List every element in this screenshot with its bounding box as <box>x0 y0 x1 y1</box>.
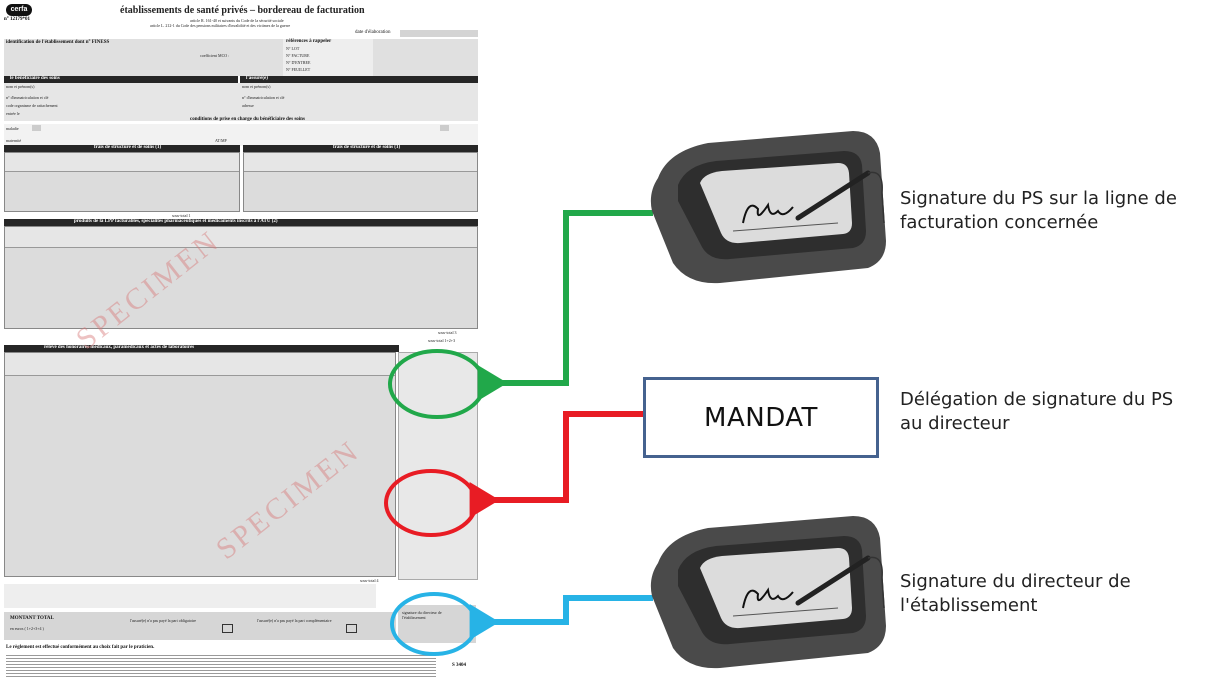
montant-block <box>4 612 396 640</box>
caption-ps-signature: Signature du PS sur la ligne de facturat… <box>900 187 1177 235</box>
mandat-label: MANDAT <box>704 402 818 433</box>
signature-tablet-icon <box>650 516 886 669</box>
date-field <box>400 30 478 37</box>
part-obligatoire-label: l'assuré(e) n'a pas payé la part obligat… <box>130 618 197 623</box>
assure-header-text: l'assuré(e) <box>246 76 268 81</box>
maladie-checkbox <box>32 125 41 131</box>
signature-directeur-label: signature du directeur de l'établissemen… <box>402 610 442 620</box>
frais-header-right-text: frais de structure et de soins (1) <box>333 145 401 150</box>
signature-column <box>398 352 478 580</box>
caption-line: Signature du PS sur la ligne de <box>900 188 1177 209</box>
form-subtitle: article R. 161-40 et suivants du Code de… <box>150 18 290 28</box>
mandat-box: MANDAT <box>643 377 879 458</box>
assure-line: n° d'immatriculation et clé <box>242 95 285 100</box>
part-complementaire-checkbox <box>346 624 357 633</box>
conditions-label: conditions de prise en charge du bénéfic… <box>190 117 305 122</box>
produits-header-text: produits de la LPP facturables, spéciali… <box>74 219 278 224</box>
cerfa-logo: cerfa <box>6 4 32 16</box>
signature-directeur-box <box>398 605 476 643</box>
highlight-circle-red <box>384 469 478 537</box>
conditions-block <box>4 124 478 146</box>
frais-header-right: frais de structure et de soins (1) <box>243 145 478 152</box>
highlight-circle-blue <box>390 592 478 656</box>
blue-connector <box>469 595 653 640</box>
assure-header: l'assuré(e) <box>240 76 478 83</box>
form-number: n° 12179*01 <box>4 17 31 22</box>
caption-line: Signature du directeur de <box>900 571 1131 592</box>
frais-header-left: frais de structure et de soins (1) <box>4 145 240 152</box>
form-subtitle-line-1: article R. 161-40 et suivants du Code de… <box>190 18 284 23</box>
assure-line: nom et prénom(s) <box>242 84 271 89</box>
sous-total-1-label: sous-total 1 <box>172 213 191 218</box>
part-obligatoire-checkbox <box>222 624 233 633</box>
reference-item: N° FEUILLET <box>286 67 311 72</box>
beneficiaire-header: le bénéficiaire des soins <box>4 76 238 83</box>
sous-total-3-label: sous-total 3 <box>438 330 457 335</box>
stylus-icon <box>795 555 871 606</box>
form-title: établissements de santé privés – bordere… <box>120 5 365 16</box>
stylus-icon <box>795 170 871 221</box>
caption-line: l'établissement <box>900 595 1038 616</box>
frais-table-right-header <box>244 153 477 172</box>
coefficient-label: coefficient MCO : <box>200 53 230 58</box>
honoraires-table <box>4 352 396 577</box>
assure-line: adresse <box>242 103 254 108</box>
sous-total-4-label: sous-total 4 <box>360 578 379 583</box>
beneficiaire-line: code organisme de rattachement <box>6 103 58 108</box>
beneficiaire-line: n° d'immatriculation et clé <box>6 95 49 100</box>
maladie-label: maladie <box>6 126 19 131</box>
mandataire-block <box>4 584 376 608</box>
date-label: date d'élaboration <box>355 30 391 35</box>
montant-total-label: MONTANT TOTAL <box>10 616 54 621</box>
caption-delegation: Délégation de signature du PS au directe… <box>900 388 1173 436</box>
billing-form: cerfa n° 12179*01 établissements de sant… <box>0 0 482 679</box>
references-block <box>283 39 373 76</box>
beneficiaire-header-text: le bénéficiaire des soins <box>10 76 60 81</box>
montant-total-sub: en euros ( 1+2+3+4 ) <box>10 626 44 631</box>
part-complementaire-label: l'assuré(e) n'a pas payé la part complém… <box>257 618 332 623</box>
honoraires-header: relevé des honoraires médicaux, paramédi… <box>4 345 399 352</box>
form-subtitle-line-2: article L. 212-1 du Code des pensions mi… <box>150 23 291 28</box>
frais-header-left-text: frais de structure et de soins (1) <box>94 145 162 150</box>
reference-item: N° FACTURE <box>286 53 310 58</box>
highlight-circle-green <box>388 349 486 419</box>
honoraires-header-text: relevé des honoraires médicaux, paramédi… <box>44 345 195 350</box>
atmp-label: AT/MP <box>215 138 227 143</box>
legal-text <box>6 653 436 677</box>
caption-line: au directeur <box>900 413 1010 434</box>
caption-line: facturation concernée <box>900 212 1099 233</box>
green-connector <box>477 210 653 401</box>
produits-table-header <box>5 227 477 248</box>
conditions-checkbox <box>440 125 449 131</box>
beneficiaire-line: entrée le <box>6 111 20 116</box>
red-connector <box>469 411 643 518</box>
honoraires-table-header <box>5 353 395 376</box>
reference-item: N° LOT <box>286 46 300 51</box>
maternite-label: maternité <box>6 138 22 143</box>
sous-total-123-label: sous-total 1+2+3 <box>428 338 456 343</box>
reference-item: N° D'ENTREE <box>286 60 311 65</box>
footer-code: S 3404 <box>452 663 467 668</box>
beneficiaire-block <box>4 83 478 121</box>
reglement-text: Le règlement est effectué conformément a… <box>6 645 155 650</box>
references-label: références à rappeler <box>286 39 332 44</box>
beneficiaire-line: nom et prénom(s) <box>6 84 35 89</box>
produits-header: produits de la LPP facturables, spéciali… <box>4 219 478 226</box>
caption-line: Délégation de signature du PS <box>900 389 1174 410</box>
identification-label: identification de l'établissement dont n… <box>6 40 110 45</box>
identification-block <box>4 39 478 76</box>
frais-table-left-header <box>5 153 239 172</box>
signature-tablet-icon <box>650 131 886 284</box>
caption-directeur-signature: Signature du directeur de l'établissemen… <box>900 570 1131 618</box>
